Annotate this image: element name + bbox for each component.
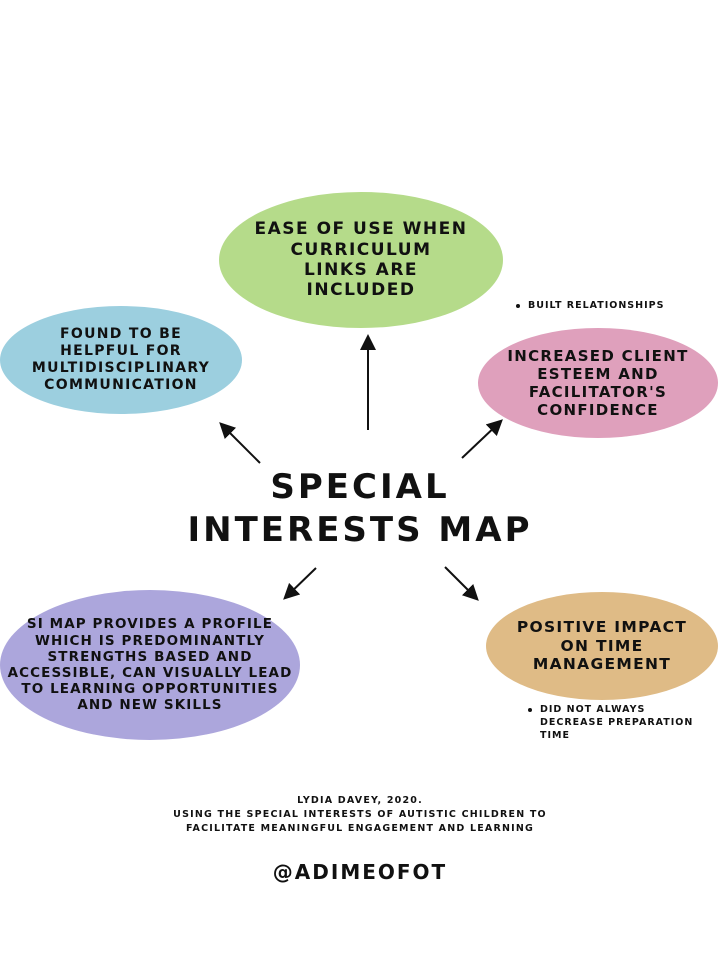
note-built-relationships: Built relationships — [516, 300, 664, 313]
note-text: decrease preparation — [540, 716, 694, 728]
citation: Lydia Davey, 2020. Using the special int… — [0, 794, 720, 835]
node-line: links are — [303, 260, 419, 280]
node-line: SI map provides a profile — [26, 616, 274, 633]
node-line: Increased client — [507, 347, 689, 365]
note-text: Did not always — [540, 704, 646, 715]
note-text: Built relationships — [528, 300, 665, 311]
bullet-icon — [528, 707, 532, 712]
node-line: curriculum — [290, 239, 432, 260]
arrow-up-right-icon — [461, 419, 503, 459]
node-line: strengths based and — [47, 648, 253, 665]
node-line: Ease of use when — [254, 219, 468, 240]
social-handle: @ADIMEOFOT — [272, 860, 448, 884]
title-line-1: Special — [270, 467, 450, 507]
node-line: Found to be — [60, 326, 182, 343]
note-preparation-time: Did not always decrease preparation time — [528, 704, 693, 742]
node-line: confidence — [537, 401, 659, 419]
node-line: Positive impact — [516, 618, 688, 637]
node-line: to learning opportunities — [21, 681, 279, 698]
title-line-2: Interests Map — [187, 509, 533, 550]
arrow-down-right-icon — [444, 566, 479, 601]
arrow-up-left-icon — [219, 422, 261, 464]
citation-author: Lydia Davey, 2020. — [297, 795, 423, 806]
node-line: communication — [44, 376, 198, 393]
node-line: helpful for — [60, 343, 182, 360]
node-line: accessible, can visually lead — [7, 665, 293, 681]
node-line: which is predominantly — [35, 632, 265, 649]
node-line: on time — [560, 636, 644, 655]
citation-title-line-1: Using the special interests of autistic … — [173, 808, 547, 820]
bullet-icon — [516, 303, 520, 308]
node-multidisciplinary: Found to be helpful for multidisciplinar… — [0, 306, 242, 414]
node-client-esteem: Increased client esteem and facilitator'… — [478, 328, 718, 438]
page-title: Special Interests Map — [0, 466, 720, 551]
node-line: included — [306, 280, 416, 301]
node-line: management — [532, 655, 672, 674]
node-line: and new skills — [77, 697, 223, 714]
note-text: time — [540, 729, 570, 741]
citation-title-line-2: facilitate meaningful engagement and lea… — [185, 822, 535, 834]
node-line: multidisciplinary — [31, 360, 211, 376]
node-time-management: Positive impact on time management — [486, 592, 718, 700]
arrow-down-left-icon — [283, 567, 317, 600]
node-ease-of-use: Ease of use when curriculum links are in… — [219, 192, 503, 328]
node-line: facilitator's — [528, 383, 668, 401]
node-line: esteem and — [537, 365, 659, 383]
node-si-map-profile: SI map provides a profile which is predo… — [0, 590, 300, 740]
